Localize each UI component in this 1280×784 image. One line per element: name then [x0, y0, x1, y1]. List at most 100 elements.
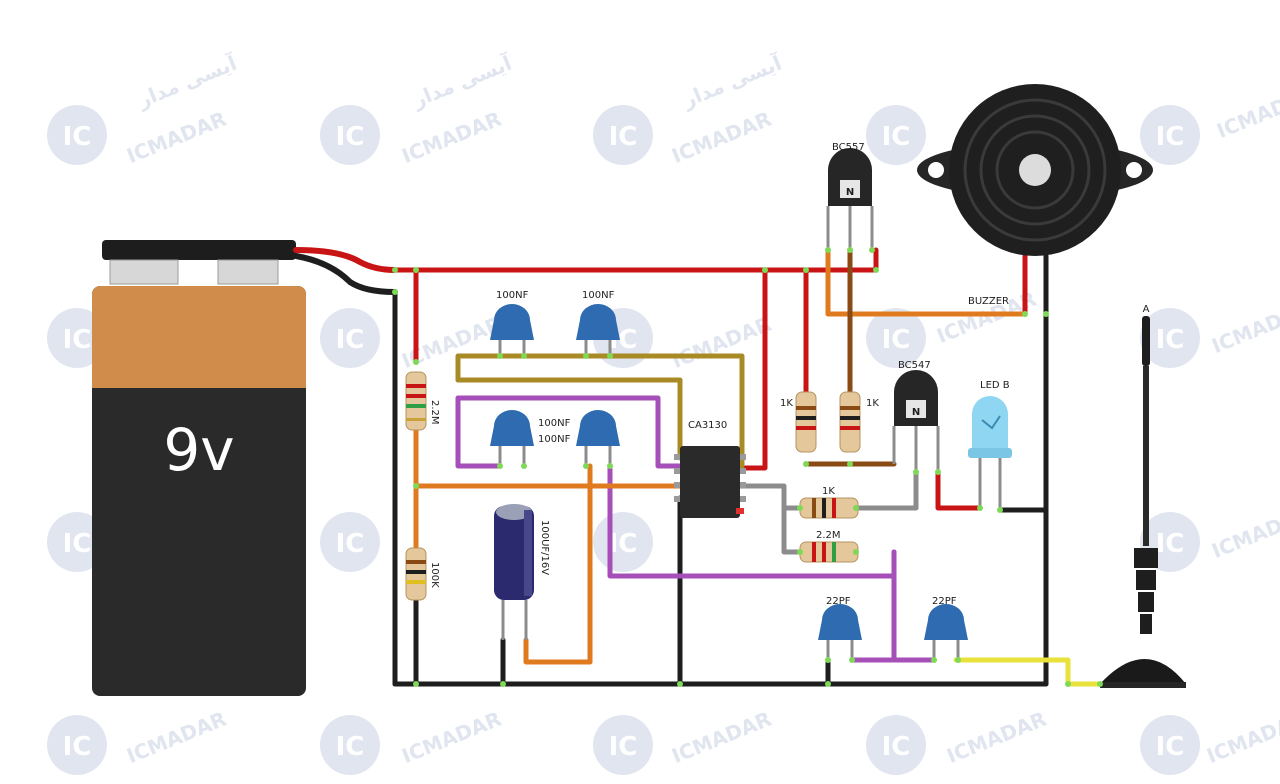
svg-text:IC: IC [63, 529, 92, 559]
ic-ca3130: CA3130 [674, 420, 746, 518]
cap-mid-label-2: 100NF [538, 434, 571, 445]
svg-text:IC: IC [1156, 325, 1185, 355]
orange-wire-cap [523, 463, 593, 665]
resistor-1k-mid: 1K [799, 486, 859, 519]
svg-text:ICMADAR: ICMADAR [1203, 707, 1280, 769]
capacitor-100nf-mid-right [576, 410, 620, 466]
capacitor-100nf-top-right: 100NF [576, 290, 620, 356]
svg-text:ICMADAR: ICMADAR [398, 107, 504, 169]
resistor-1k-pair-left: 1K [780, 391, 817, 453]
svg-text:ICMADAR: ICMADAR [668, 107, 774, 169]
svg-text:IC: IC [882, 122, 911, 152]
capacitor-22pf-right: 22PF [924, 596, 968, 660]
svg-text:ICMADAR: ICMADAR [1213, 82, 1280, 144]
svg-text:IC: IC [882, 732, 911, 762]
electrolytic-label: 100UF/16V [539, 520, 550, 575]
svg-text:ICMADAR: ICMADAR [123, 107, 229, 169]
cap-top-left-label: 100NF [496, 290, 529, 301]
watermark-logo-14: IC ICMADAR [1140, 502, 1280, 572]
svg-text:IC: IC [63, 325, 92, 355]
watermark-logo-13: IC [593, 512, 653, 572]
wire-layer [293, 247, 1103, 687]
capacitor-100nf-mid-left [490, 410, 534, 466]
transistor-bc547: N BC547 [892, 360, 940, 472]
svg-text:آیسی مدار: آیسی مدار [133, 49, 241, 112]
cap-top-right-label: 100NF [582, 290, 615, 301]
cap-low-right-label: 22PF [932, 596, 957, 607]
gray-wire-out [737, 483, 803, 555]
svg-text:ICMADAR: ICMADAR [398, 707, 504, 769]
svg-text:آیسی مدار: آیسی مدار [678, 49, 786, 112]
svg-text:IC: IC [336, 325, 365, 355]
watermark-logo-3: IC ICMADAR آیسی مدار [593, 49, 786, 168]
svg-text:IC: IC [609, 122, 638, 152]
svg-text:N: N [846, 187, 854, 198]
antenna-label: A [1143, 304, 1150, 315]
battery-lead-red [293, 247, 398, 273]
svg-text:ICMADAR: ICMADAR [123, 707, 229, 769]
pnp-label: BC557 [832, 142, 865, 153]
watermark-logo-15: IC ICMADAR [47, 707, 230, 775]
junction-dots [392, 247, 1103, 687]
svg-text:IC: IC [336, 122, 365, 152]
capacitor-electrolytic: 100UF/16V [494, 504, 550, 640]
watermark-logo-12: IC [320, 512, 380, 572]
battery-9v: 9v [92, 240, 306, 696]
svg-text:IC: IC [336, 529, 365, 559]
svg-text:ICMADAR: ICMADAR [1208, 297, 1280, 359]
resistor-100k-left: 100K [405, 547, 440, 601]
resistor-2m2-left: 2.2M [405, 371, 440, 431]
watermark-logo-9: IC ICMADAR [866, 287, 1040, 368]
rail-positive-drop-ic [737, 267, 768, 471]
watermark-logo-16: IC ICMADAR [320, 707, 505, 775]
res-left-bottom-label: 100K [429, 562, 440, 588]
svg-text:آیسی مدار: آیسی مدار [408, 49, 516, 112]
svg-text:N: N [912, 407, 920, 418]
cap-mid-label-1: 100NF [538, 418, 571, 429]
svg-text:ICMADAR: ICMADAR [1208, 502, 1280, 564]
res-pair-left-label: 1K [780, 398, 793, 409]
led-blue: LED B [968, 380, 1012, 510]
res-left-top-label: 2.2M [429, 400, 440, 425]
svg-text:IC: IC [609, 732, 638, 762]
buzzer-label: BUZZER [968, 296, 1009, 307]
watermark-logo-10: IC ICMADAR [1140, 297, 1280, 368]
capacitor-100nf-top-left: 100NF [490, 290, 534, 356]
purple-wire-top [455, 395, 683, 469]
cap-low-left-label: 22PF [826, 596, 851, 607]
buzzer: BUZZER [917, 84, 1153, 307]
antenna: A [1100, 304, 1186, 688]
svg-text:ICMADAR: ICMADAR [943, 707, 1049, 769]
watermark-logo-18: IC ICMADAR [866, 707, 1050, 775]
svg-text:IC: IC [609, 529, 638, 559]
resistor-2m2-feedback: 2.2M [799, 530, 859, 563]
orange-wire-pnp [825, 247, 1028, 317]
svg-text:IC: IC [63, 732, 92, 762]
red-wire-led [935, 469, 983, 511]
watermark-logo-1: IC ICMADAR آیسی مدار [47, 49, 241, 168]
battery-lead-black [293, 253, 398, 295]
watermark-logo-8: IC ICMADAR [593, 308, 775, 373]
svg-text:ICMADAR: ICMADAR [668, 707, 774, 769]
led-label: LED B [980, 380, 1010, 391]
transistor-bc557: N BC557 [826, 142, 874, 250]
olive-wire [455, 353, 745, 469]
capacitor-22pf-left: 22PF [818, 596, 862, 660]
svg-text:IC: IC [882, 325, 911, 355]
svg-text:IC: IC [1156, 122, 1185, 152]
yellow-wire-antenna [953, 657, 1103, 687]
resistor-1k-pair-right: 1K [839, 391, 879, 453]
watermark-logo-17: IC ICMADAR [593, 707, 775, 775]
svg-text:IC: IC [63, 122, 92, 152]
res-mid-label: 1K [822, 486, 835, 497]
npn-label: BC547 [898, 360, 931, 371]
svg-text:ICMADAR: ICMADAR [668, 312, 774, 374]
battery-label: 9v [163, 416, 234, 484]
res-pair-right-label: 1K [866, 398, 879, 409]
svg-text:IC: IC [1156, 529, 1185, 559]
svg-text:IC: IC [1156, 732, 1185, 762]
watermark-logo-2: IC ICMADAR آیسی مدار [320, 49, 516, 168]
ic-label: CA3130 [688, 420, 727, 431]
watermark-logo-19: IC ICMADAR [1140, 707, 1280, 775]
